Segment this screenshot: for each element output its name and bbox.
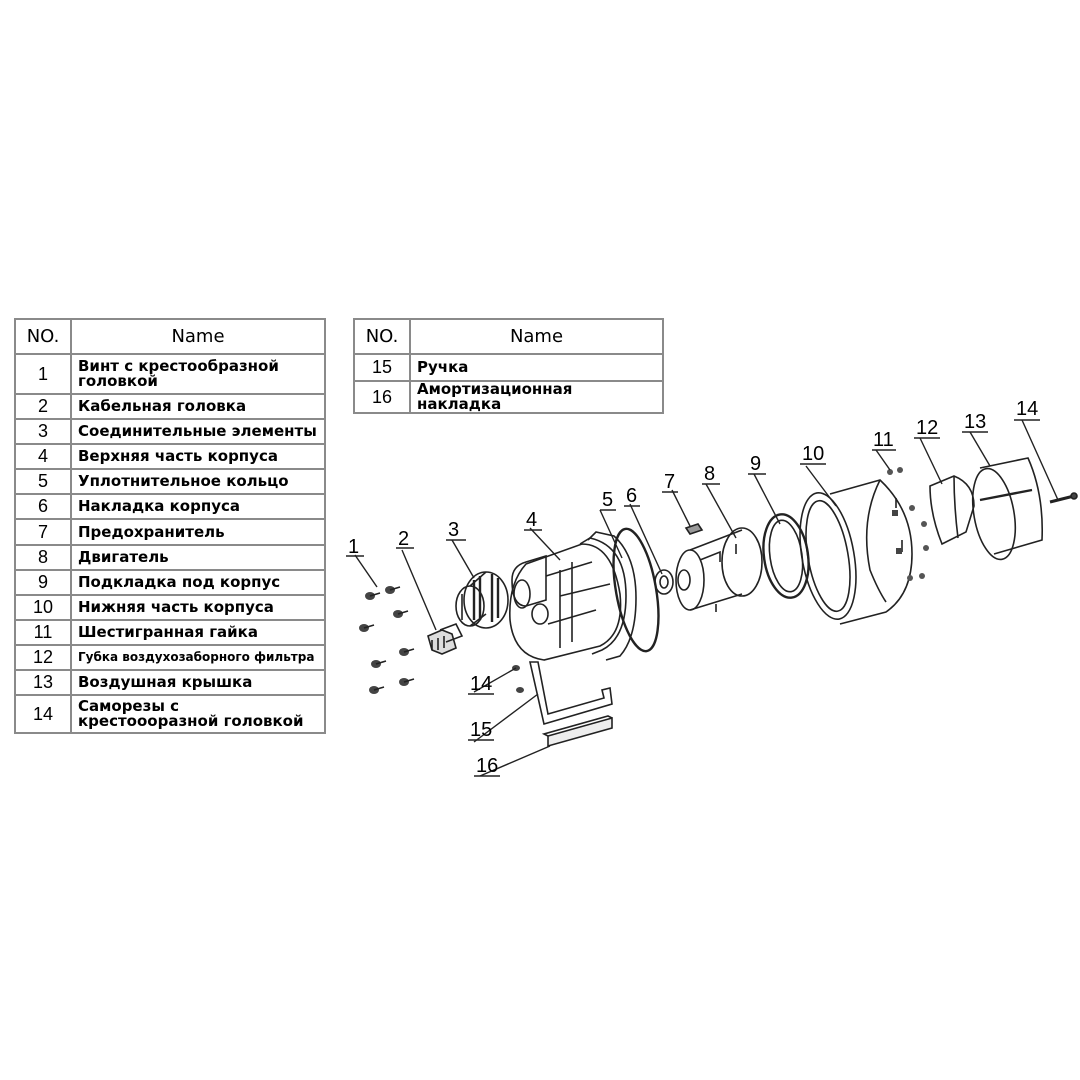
row-name: Амортизационная накладка xyxy=(409,380,664,414)
callout-label: 16 xyxy=(476,755,498,777)
part-3-connector xyxy=(455,571,509,629)
row-no: 10 xyxy=(14,594,72,621)
part-7-fuse xyxy=(684,523,704,535)
callout-label: 5 xyxy=(602,489,613,511)
part-15-handle xyxy=(528,661,613,726)
part-13-air-cover xyxy=(971,457,1044,561)
row-name: Двигатель xyxy=(70,544,326,571)
callout-label: 12 xyxy=(916,417,938,439)
row-no: 15 xyxy=(353,353,411,382)
part-9-gasket xyxy=(762,513,810,599)
row-no: 1 xyxy=(14,353,72,395)
row-no: 12 xyxy=(14,644,72,671)
part-1-screws xyxy=(359,586,415,694)
row-no: 16 xyxy=(353,380,411,414)
row-no: 2 xyxy=(14,393,72,420)
row-no: 3 xyxy=(14,418,72,445)
part-10-lower-housing xyxy=(799,479,913,625)
row-name: Губка воздухозаборного фильтра xyxy=(70,644,326,671)
part-11-hex-nuts xyxy=(887,467,929,581)
row-name: Предохранитель xyxy=(70,518,326,546)
callout-label: 3 xyxy=(448,519,459,541)
callout-label: 14 xyxy=(470,673,492,695)
callout-label: 14 xyxy=(1016,398,1038,420)
callout-label: 1 xyxy=(348,536,359,558)
part-2-cable-gland xyxy=(427,622,464,655)
row-no: 14 xyxy=(14,694,72,734)
header-no: NO. xyxy=(353,318,411,355)
row-no: 4 xyxy=(14,443,72,470)
row-no: 5 xyxy=(14,468,72,495)
callout-label: 4 xyxy=(526,509,537,531)
callout-label: 13 xyxy=(964,411,986,433)
row-name: Кабельная головка xyxy=(70,393,326,420)
row-name: Подкладка под корпус xyxy=(70,569,326,596)
part-6-housing-cover xyxy=(654,569,674,595)
callout-label: 6 xyxy=(626,485,637,507)
leader-lines xyxy=(354,419,1059,777)
part-8-motor xyxy=(675,527,763,612)
row-no: 8 xyxy=(14,544,72,571)
row-no: 6 xyxy=(14,493,72,520)
table-header-row: NO. Name xyxy=(14,318,326,355)
header-name: Name xyxy=(70,318,326,355)
row-name: Соединительные элементы xyxy=(70,418,326,445)
callout-label: 8 xyxy=(704,463,715,485)
row-name: Ручка xyxy=(409,353,664,382)
row-no: 9 xyxy=(14,569,72,596)
callout-underlines xyxy=(346,419,1040,777)
row-no: 11 xyxy=(14,619,72,646)
part-12-filter-sponge xyxy=(929,475,975,546)
header-name: Name xyxy=(409,318,664,355)
callout-label: 7 xyxy=(664,471,675,493)
row-name: Винт с крестообразной головкой xyxy=(70,353,326,395)
header-no: NO. xyxy=(14,318,72,355)
row-name: Саморезы с крестоооразной головкой xyxy=(70,694,326,734)
row-no: 13 xyxy=(14,669,72,696)
callout-labels: 1 2 3 4 5 6 7 8 9 10 11 12 13 14 14 15 1… xyxy=(348,398,1038,777)
callout-label: 2 xyxy=(398,528,409,550)
callout-label: 9 xyxy=(750,453,761,475)
table-header-row: NO. Name xyxy=(353,318,664,355)
row-no: 7 xyxy=(14,518,72,546)
row-name: Воздушная крышка xyxy=(70,669,326,696)
part-4-upper-housing xyxy=(509,531,637,661)
row-name: Шестигранная гайка xyxy=(70,619,326,646)
part-14-screw-right xyxy=(1049,492,1078,504)
row-name: Нижняя часть корпуса xyxy=(70,594,326,621)
callout-label: 15 xyxy=(470,719,492,741)
row-name: Накладка корпуса xyxy=(70,493,326,520)
part-16-shock-pad xyxy=(541,715,613,748)
row-name: Уплотнительное кольцо xyxy=(70,468,326,495)
callout-label: 10 xyxy=(802,443,824,465)
callout-label: 11 xyxy=(873,429,894,451)
row-name: Верхняя часть корпуса xyxy=(70,443,326,470)
